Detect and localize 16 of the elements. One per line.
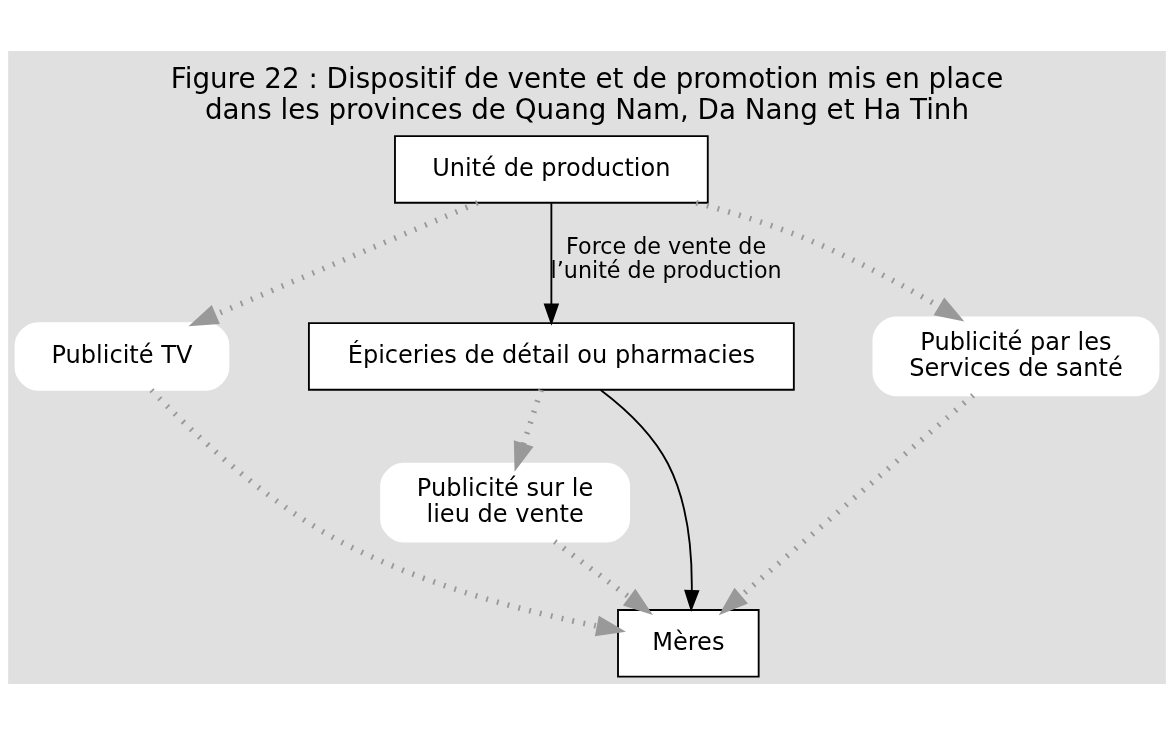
arrow [188,200,479,327]
node-box: Publicité sur le lieu de vente [380,462,631,543]
arrow [543,202,560,326]
node-box: Épiceries de détail ou pharmacies [308,322,795,391]
node-box: Mères [617,609,760,678]
arrow [695,200,965,322]
arrow [553,539,653,615]
edge-label: Force de vente de l’unité de production [550,232,782,283]
arrow [599,388,700,613]
diagram-title: Figure 22 : Dispositif de vente et de promotion mis en place dans les provinces de Quang Nam, Da Nang et Ha Tinh [170,62,1004,127]
arrow [513,389,544,472]
arrow [718,393,975,616]
arrow [149,388,626,637]
node-box: Publicité TV [14,322,230,391]
node-box: Publicité par les Services de santé [872,316,1160,397]
node-box: Unité de production [394,135,709,204]
